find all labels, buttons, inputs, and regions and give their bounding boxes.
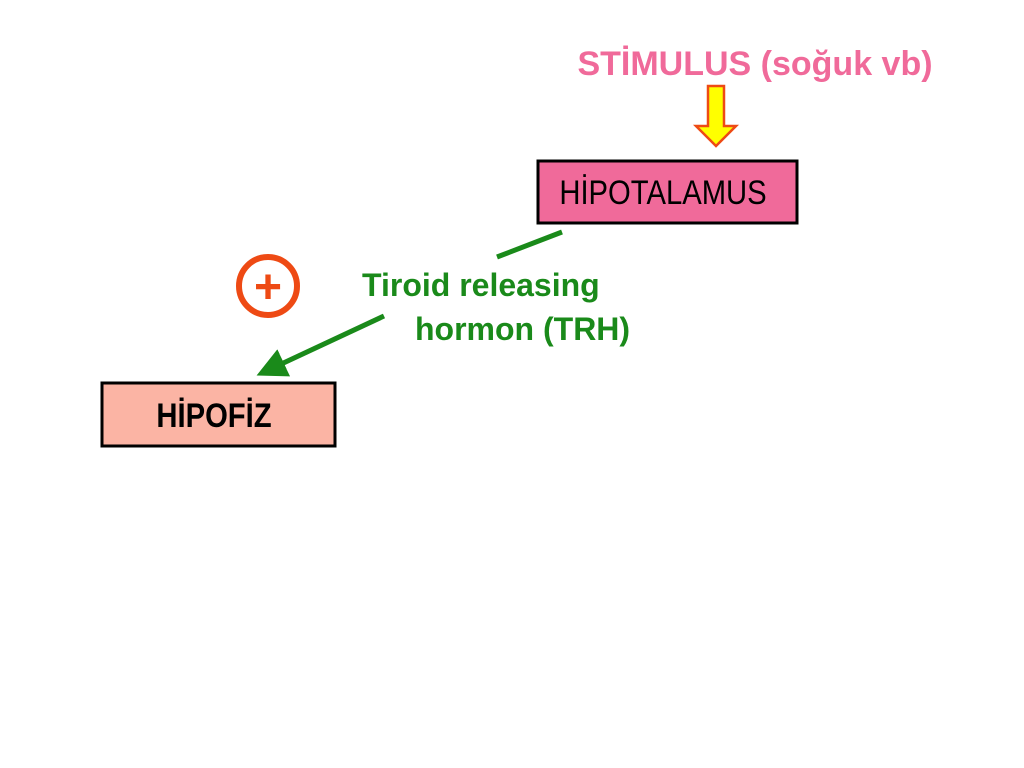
pituitary-label: HİPOFİZ (156, 396, 271, 435)
hormone-label-line1: Tiroid releasing (362, 267, 600, 303)
plus-symbol: + (254, 261, 282, 314)
trh-arrow-lower-segment (256, 313, 386, 377)
hypothalamus-box: HİPOTALAMUS (536, 159, 799, 225)
hypothalamus-label: HİPOTALAMUS (559, 173, 766, 212)
stimulus-arrow-icon (692, 84, 740, 148)
stimulus-label: STİMULUS (soğuk vb) (577, 45, 932, 83)
pituitary-box: HİPOFİZ (100, 381, 337, 448)
trh-arrow-upper-segment (496, 229, 563, 260)
hormone-label-line2: hormon (TRH) (415, 311, 630, 347)
stimulation-plus-icon: + (236, 254, 300, 318)
